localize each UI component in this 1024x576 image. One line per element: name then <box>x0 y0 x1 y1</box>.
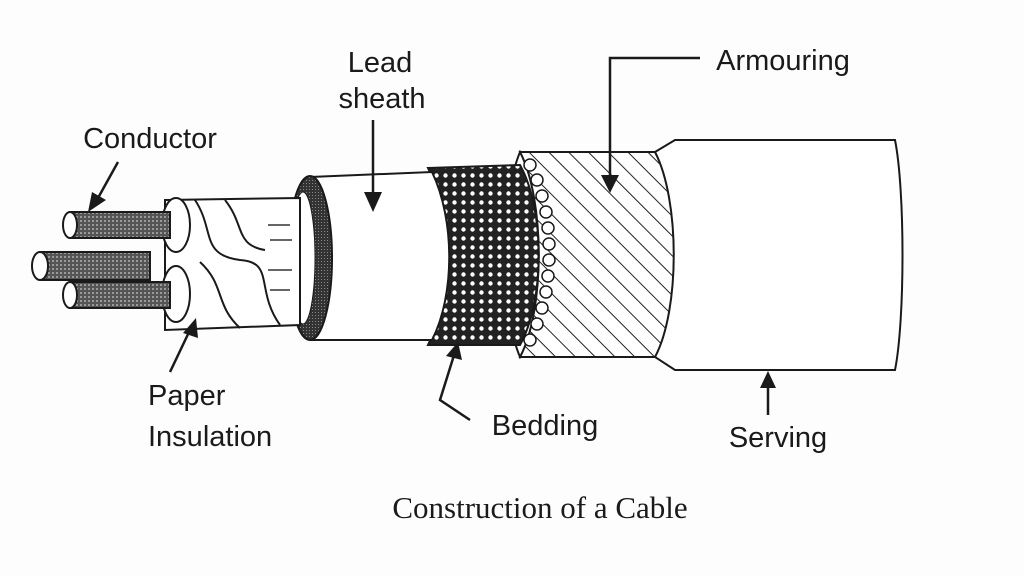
label-lead-sheath-line2: sheath <box>338 83 425 115</box>
label-paper-insulation-line2: Insulation <box>148 421 272 453</box>
figure-caption: Construction of a Cable <box>392 490 687 525</box>
conductor-arrow <box>96 161 120 199</box>
paper-insulation-arrow <box>168 329 192 373</box>
label-lead-sheath-line1: Lead <box>348 47 413 79</box>
bedding-leader <box>438 351 471 422</box>
label-conductor: Conductor <box>83 123 217 155</box>
armouring-leader <box>608 56 700 180</box>
serving-layer <box>654 139 904 371</box>
arrowheads <box>88 175 776 388</box>
label-armouring: Armouring <box>716 45 850 77</box>
label-paper-insulation-line1: Paper <box>148 380 226 412</box>
label-serving: Serving <box>729 422 827 454</box>
paper-insulation-cores <box>161 196 301 332</box>
leader-lines <box>96 56 770 422</box>
label-bedding: Bedding <box>492 410 598 442</box>
conductors <box>31 211 171 309</box>
